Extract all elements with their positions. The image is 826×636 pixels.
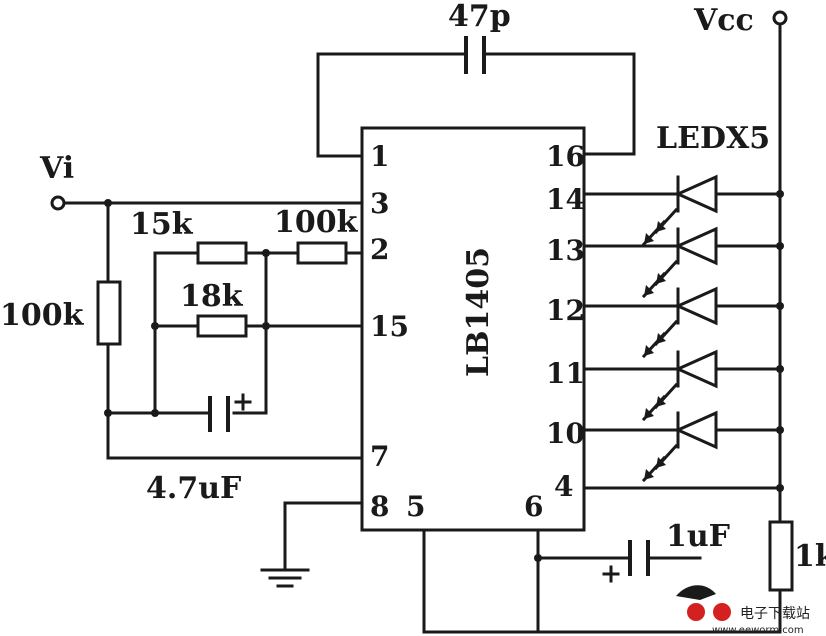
wire-pin8-ground <box>283 501 364 572</box>
cap-1uf-label: 1uF <box>666 519 730 554</box>
watermark: 电子下载站 www.eeworm.com <box>676 585 810 636</box>
pin-1-label: 1 <box>370 140 389 173</box>
led-2-junction <box>776 242 784 250</box>
led-4-junction <box>776 365 784 373</box>
led-1-arrowhead-2-icon <box>656 221 666 232</box>
junction-18k-left <box>151 322 159 330</box>
wire-pin6-cap <box>536 528 632 634</box>
led-array-label: LEDX5 <box>656 121 770 156</box>
vcc-terminal <box>772 10 788 26</box>
watermark-logo-icon <box>676 585 716 600</box>
resistor-18k <box>196 314 248 338</box>
led-5-junction <box>776 426 784 434</box>
cap-47p-label: 47p <box>448 0 511 34</box>
pin-12-label: 12 <box>546 294 585 327</box>
r-100k-input-label: 100k <box>274 205 359 240</box>
cap-1uf-plus <box>602 565 620 583</box>
ic-name: LB1405 <box>461 247 496 377</box>
pin-7-label: 7 <box>370 440 389 473</box>
cap-47uf-plus <box>234 393 252 411</box>
r-15k-label: 15k <box>130 207 194 242</box>
led-3-arrowhead-1-icon <box>644 345 654 356</box>
led-3-arrowhead-2-icon <box>656 333 666 344</box>
vi-label: Vi <box>39 151 74 186</box>
led-5-arrowhead-1-icon <box>644 469 654 480</box>
resistor-1k <box>768 520 794 592</box>
resistor-100k-shunt <box>96 280 122 346</box>
led-3-diode <box>674 286 718 326</box>
pin-8-label: 8 <box>370 490 389 523</box>
led-2-arrowhead-2-icon <box>656 273 666 284</box>
pin-14-label: 14 <box>546 183 585 216</box>
led-array <box>582 174 784 483</box>
led-5-arrowhead-2-icon <box>656 457 666 468</box>
vi-terminal <box>50 195 66 211</box>
pin-6-label: 6 <box>524 490 543 523</box>
pin-5-label: 5 <box>406 490 425 523</box>
led-2-arrowhead-1-icon <box>644 285 654 296</box>
watermark-site: 电子下载站 <box>740 606 810 622</box>
led-5-diode <box>674 410 718 450</box>
pin-11-label: 11 <box>546 357 585 390</box>
led-3-junction <box>776 302 784 310</box>
led-4-diode <box>674 349 718 389</box>
pin-4-label: 4 <box>554 470 573 503</box>
pin-10-label: 10 <box>546 417 585 450</box>
wire-cap47uf <box>153 251 268 415</box>
led-1-diode <box>674 174 718 214</box>
led-4-arrowhead-2-icon <box>656 396 666 407</box>
wire-1k-bottom <box>422 528 782 634</box>
led-2-diode <box>674 226 718 266</box>
pin-15-label: 15 <box>370 310 409 343</box>
resistor-15k <box>196 241 248 265</box>
pin-3-label: 3 <box>370 187 389 220</box>
ic-body <box>360 126 586 532</box>
r-100k-shunt-label: 100k <box>0 298 85 333</box>
wire-shunt-bottom <box>106 342 364 460</box>
resistor-100k-input <box>296 241 348 265</box>
led-4-arrowhead-1-icon <box>644 408 654 419</box>
led-1-junction <box>776 190 784 198</box>
r-18k-label: 18k <box>180 279 244 314</box>
wire-cap47p-loop <box>316 52 636 158</box>
vcc-label: Vcc <box>693 3 754 38</box>
pin-13-label: 13 <box>546 234 585 267</box>
junction-pin6 <box>534 554 542 562</box>
watermark-url: www.eeworm.com <box>712 625 804 636</box>
junction-cap-left <box>151 409 159 417</box>
r-1k-label: 1k <box>794 539 826 574</box>
pin-16-label: 16 <box>546 140 585 173</box>
ground-symbol <box>260 568 310 588</box>
pin-2-label: 2 <box>370 233 389 266</box>
cap-47uf-label: 4.7uF <box>146 471 241 506</box>
led-1-arrowhead-1-icon <box>644 233 654 244</box>
